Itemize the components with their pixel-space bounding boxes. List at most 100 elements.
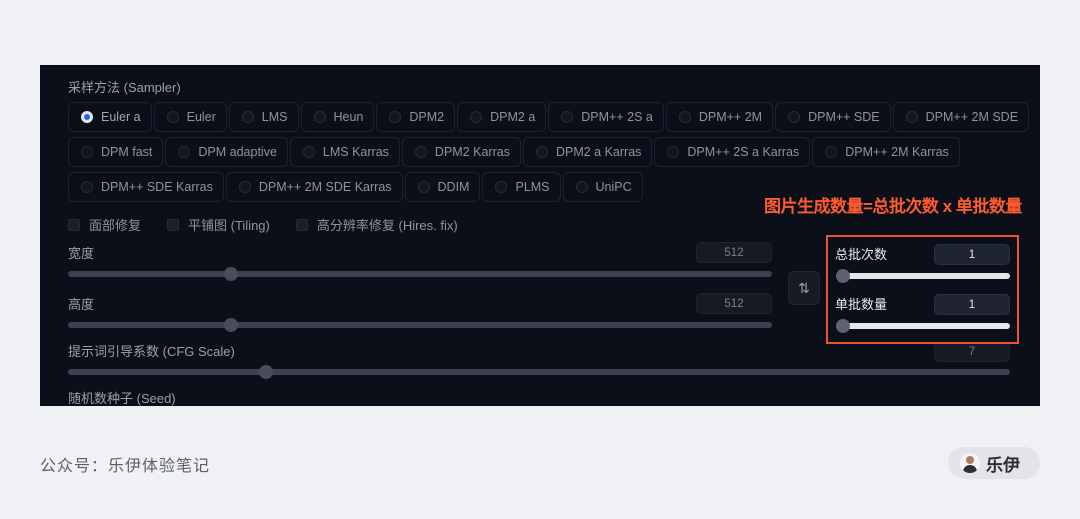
sampler-option-label: Heun [333,110,364,124]
sampler-option-label: Euler a [101,110,141,124]
sampler-option[interactable]: DPM2 [376,102,456,132]
sampler-option[interactable]: DPM++ 2S a [548,102,664,132]
sampler-option-label: DPM2 a [490,110,536,124]
radio-icon [414,146,427,158]
options-row: 面部修复 平铺图 (Tiling) 高分辨率修复 (Hires. fix) [68,215,458,234]
batch-count-label: 总批次数 [835,247,888,262]
sampler-option[interactable]: DPM++ 2M SDE [892,102,1030,132]
sampler-option-label: LMS [261,110,288,124]
hires-fix-checkbox[interactable]: 高分辨率修复 (Hires. fix) [295,215,458,234]
radio-icon [81,146,93,158]
sampler-option[interactable]: LMS Karras [289,137,400,167]
face-restore-checkbox[interactable]: 面部修复 [68,215,141,234]
sampler-row-2: DPM fast DPM adaptive LMS Karras DPM2 Karra… [68,137,960,167]
sampler-option-label: DPM++ 2M SDE Karras [258,180,392,194]
sampler-option-label: DDIM [437,180,470,194]
cfg-label: 提示词引导系数 (CFG Scale) [68,344,235,359]
sampler-option[interactable]: DDIM [404,172,481,202]
cfg-slider-thumb[interactable] [258,365,273,379]
sampler-option[interactable]: DPM2 a Karras [522,137,653,167]
radio-icon [788,111,801,123]
sampler-option-label: Euler [186,110,216,124]
height-input[interactable]: 512 [696,293,772,314]
tiling-checkbox[interactable]: 平铺图 (Tiling) [167,215,270,234]
batch-count-slider-thumb[interactable] [836,269,850,283]
batch-annotation: 图片生成数量=总批次数 x 单批数量 [764,197,1022,216]
batch-size-input[interactable]: 1 [934,294,1010,315]
sampler-row-3: DPM++ SDE Karras DPM++ 2M SDE Karras DDIM P… [68,172,643,202]
radio-icon [238,181,251,193]
sampler-option-label: DPM fast [101,145,153,159]
sampler-option-label: DPM2 Karras [434,145,510,159]
batch-size-slider[interactable] [836,319,1010,333]
swap-icon: ⇅ [798,279,810,296]
checkbox-icon [167,218,180,231]
sampler-option[interactable]: DPM2 a [457,102,547,132]
radio-icon [417,181,430,193]
checkbox-icon [295,218,308,231]
sampler-option[interactable]: DPM adaptive [165,137,288,167]
sampler-option[interactable]: Euler [153,102,227,132]
cfg-slider[interactable] [68,365,1010,379]
sampler-option[interactable]: Heun [300,102,375,132]
sampler-option[interactable]: UniPC [562,172,643,202]
batch-size-label: 单批数量 [835,297,888,312]
batch-count-input[interactable]: 1 [934,244,1010,265]
batch-size-slider-thumb[interactable] [836,319,850,333]
author-name: 乐伊 [986,455,1020,475]
radio-icon [81,111,93,123]
cfg-input[interactable]: 7 [934,341,1010,362]
radio-icon [302,146,315,158]
sampler-option-label: DPM2 a Karras [555,145,642,159]
checkbox-icon [68,218,80,231]
height-slider-thumb[interactable] [224,318,239,332]
footer-account-text: 公众号：乐伊体验笔记 [40,458,211,475]
radio-icon [178,146,191,158]
sampler-option[interactable]: PLMS [482,172,561,202]
radio-icon [313,111,326,123]
sampler-option-label: DPM++ SDE Karras [101,180,213,194]
width-slider[interactable] [68,267,772,281]
height-label: 高度 [68,297,95,312]
avatar [960,453,980,473]
radio-icon [495,181,508,193]
radio-icon [81,181,93,193]
sampler-option-label: DPM2 [409,110,445,124]
sampler-option[interactable]: DPM++ SDE Karras [68,172,224,202]
sampler-option[interactable]: DPM++ 2M Karras [812,137,960,167]
swap-dimensions-button[interactable]: ⇅ [788,271,820,305]
sampler-option[interactable]: Euler a [68,102,152,132]
sampler-row-1: Euler a Euler LMS Heun DPM2 DPM2 a DPM++ 2S a D… [68,102,1030,132]
hires-fix-label: 高分辨率修复 (Hires. fix) [316,218,458,233]
sampler-option[interactable]: DPM++ 2S a Karras [654,137,811,167]
sampler-option[interactable]: DPM++ SDE [775,102,891,132]
width-input[interactable]: 512 [696,242,772,263]
width-slider-thumb[interactable] [224,267,239,281]
sampler-option-label: LMS Karras [322,145,389,159]
sampler-option-label: PLMS [515,180,550,194]
height-slider[interactable] [68,318,772,332]
sampler-option-label: UniPC [595,180,632,194]
sampler-option-label: DPM++ 2M [698,110,763,124]
sampler-option[interactable]: DPM fast [68,137,164,167]
batch-settings-highlight: 总批次数 1 单批数量 1 [826,235,1019,344]
sampler-option[interactable]: LMS [228,102,299,132]
radio-icon [561,111,574,123]
radio-icon [470,111,483,123]
sampler-option-label: DPM adaptive [198,145,277,159]
sampler-option-label: DPM++ 2M SDE [925,110,1019,124]
radio-icon [825,146,838,158]
sampler-option-label: DPM++ SDE [808,110,880,124]
tiling-label: 平铺图 (Tiling) [188,218,270,233]
sampler-option-label: DPM++ 2S a Karras [687,145,800,159]
sampler-label: 采样方法 (Sampler) [68,80,181,95]
radio-icon [678,111,691,123]
author-badge: 乐伊 [948,447,1040,479]
batch-count-slider[interactable] [836,269,1010,283]
sampler-option[interactable]: DPM++ 2M SDE Karras [225,172,403,202]
sampler-option[interactable]: DPM2 Karras [401,137,521,167]
radio-icon [389,111,402,123]
radio-icon [905,111,918,123]
sampler-option[interactable]: DPM++ 2M [665,102,774,132]
